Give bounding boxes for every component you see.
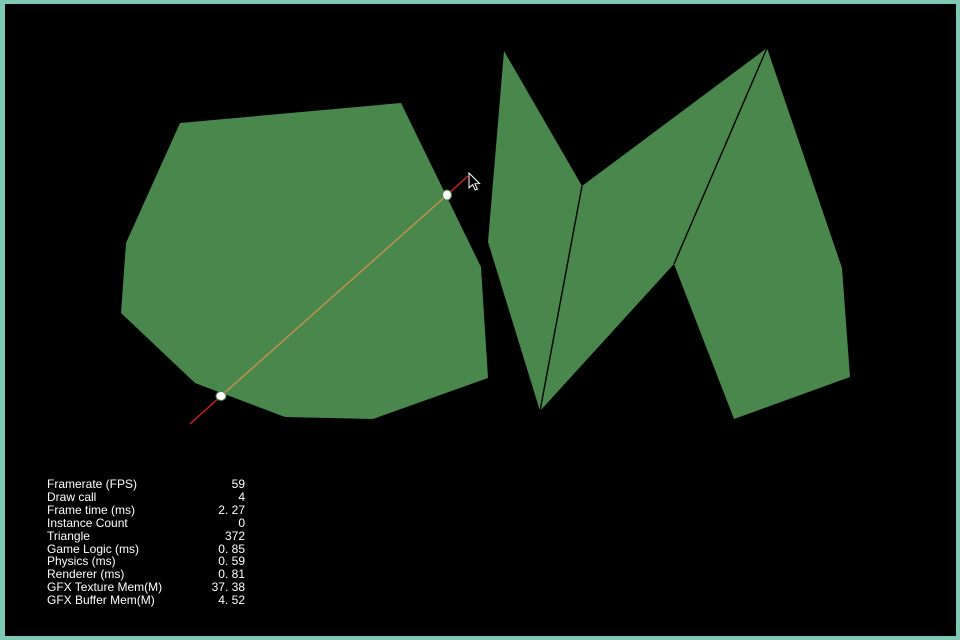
large-polygon[interactable] xyxy=(121,103,488,419)
stat-value: 0. 59 xyxy=(218,554,245,569)
stat-row: GFX Buffer Mem(M) 4. 52 xyxy=(47,594,247,607)
stat-label: Triangle xyxy=(47,528,90,543)
stat-row: Physics (ms) 0. 59 xyxy=(47,555,247,568)
stat-label: GFX Buffer Mem(M) xyxy=(47,593,155,608)
stat-row: Game Logic (ms) 0. 85 xyxy=(47,541,247,556)
seam-line-left xyxy=(539,185,583,412)
slice-piece-middle[interactable] xyxy=(540,48,767,411)
stat-value: 0. 81 xyxy=(218,567,245,582)
stat-label: GFX Texture Mem(M) xyxy=(47,580,163,595)
stat-row: Draw call 4 xyxy=(47,491,247,504)
circle-handle-icon[interactable] xyxy=(215,391,227,401)
stat-value: 4 xyxy=(238,489,245,504)
slice-ray-extension-bottom xyxy=(189,395,222,425)
slice-piece-left[interactable] xyxy=(488,51,582,411)
stat-label: Game Logic (ms) xyxy=(47,541,140,556)
stat-value: 4. 52 xyxy=(218,593,245,608)
border-tick xyxy=(638,0,640,4)
mouse-pointer-icon xyxy=(468,171,481,191)
stat-label: Instance Count xyxy=(47,515,128,530)
stat-value: 0 xyxy=(238,515,245,530)
stat-label: Renderer (ms) xyxy=(47,567,125,582)
stat-row: Framerate (FPS) 59 xyxy=(47,478,247,491)
stat-row: Triangle 372 xyxy=(47,528,247,543)
slice-piece-right[interactable] xyxy=(674,48,850,419)
stat-row: GFX Texture Mem(M) 37. 38 xyxy=(47,581,247,594)
stat-label: Frame time (ms) xyxy=(47,502,135,517)
border-tick xyxy=(956,318,960,320)
stat-value: 2. 27 xyxy=(218,502,245,517)
stat-row: Frame time (ms) 2. 27 xyxy=(47,502,247,517)
stat-label: Draw call xyxy=(47,489,97,504)
stat-value: 372 xyxy=(224,528,245,543)
stat-value: 37. 38 xyxy=(211,580,245,595)
border-tick xyxy=(319,636,321,640)
circle-handle-icon[interactable] xyxy=(442,189,452,201)
border-tick xyxy=(319,0,321,4)
stat-label: Physics (ms) xyxy=(47,554,116,569)
stat-value: 59 xyxy=(231,477,245,491)
stat-label: Framerate (FPS) xyxy=(47,477,138,491)
border-tick xyxy=(0,318,5,320)
stat-row: Renderer (ms) 0. 81 xyxy=(47,568,247,581)
stat-row: Instance Count 0 xyxy=(47,515,247,530)
border-tick xyxy=(638,636,640,640)
slice-line xyxy=(220,194,448,397)
stat-value: 0. 85 xyxy=(218,541,245,556)
seam-line-right xyxy=(673,47,768,265)
